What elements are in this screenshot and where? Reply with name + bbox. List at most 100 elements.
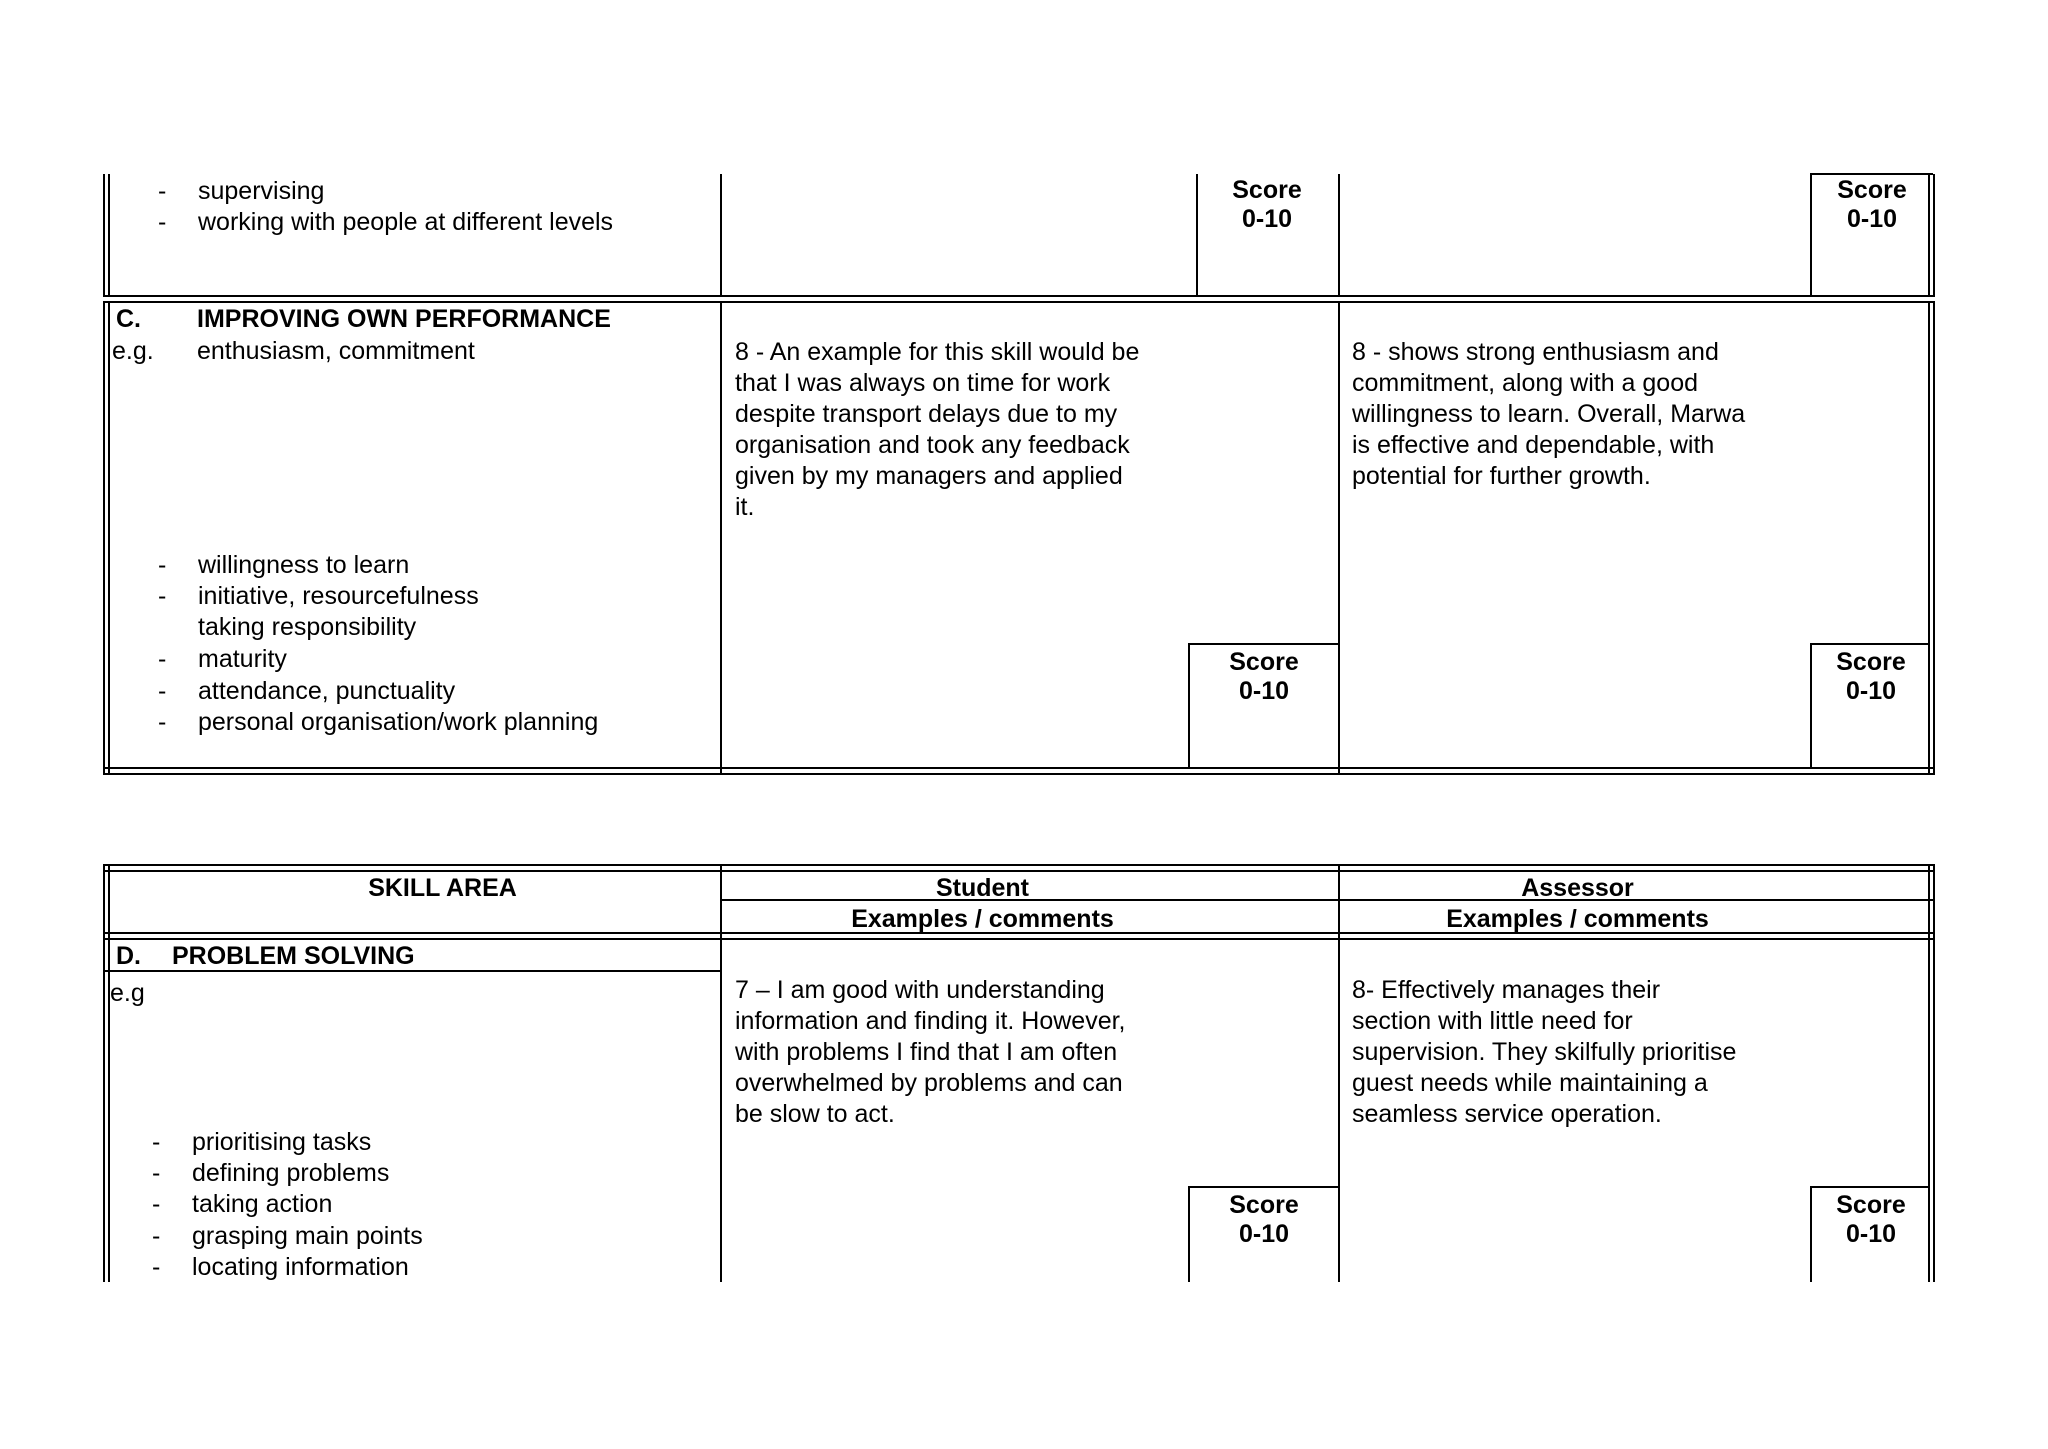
bullet-text: attendance, punctuality <box>198 677 456 705</box>
bullet-text: supervising <box>198 177 325 205</box>
assessor-comment: 8- Effectively manages their section wit… <box>1352 976 1737 1128</box>
header-bottom-border-inner <box>103 938 1935 940</box>
list-item: - attendance, punctuality <box>158 676 455 707</box>
table-border-right-outer <box>1933 301 1935 773</box>
bullet-dash: - <box>152 1253 161 1281</box>
assessor-score-label: Score 0-10 <box>1812 645 1930 706</box>
bullet-dash: - <box>158 208 167 236</box>
list-item: - supervising <box>158 176 324 207</box>
bullet-dash: - <box>158 708 167 736</box>
column-divider-skill-student <box>720 174 722 297</box>
score-label-line1: Score <box>1836 648 1906 676</box>
table-bottom-border-outer <box>103 767 1935 769</box>
header-bottom-border-outer <box>103 932 1935 934</box>
table-top-border-inner <box>103 870 1935 872</box>
student-comment: 8 - An example for this skill would be t… <box>735 338 1140 521</box>
bullet-dash: - <box>152 1159 161 1187</box>
score-label-line2: 0-10 <box>1238 677 1290 705</box>
bullet-text: taking action <box>192 1190 333 1218</box>
section-title: IMPROVING OWN PERFORMANCE <box>197 305 611 333</box>
assessor-comment: 8 - shows strong enthusiasm and commitme… <box>1352 338 1746 490</box>
table-bottom-border-inner <box>103 301 1935 303</box>
student-score-label: Score 0-10 <box>1190 1188 1338 1249</box>
eg-detail: enthusiasm, commitment <box>197 337 475 365</box>
bullet-dash: - <box>158 582 167 610</box>
table-border-left-inner <box>108 174 110 297</box>
score-label-line1: Score <box>1837 176 1907 204</box>
bullet-text: personal organisation/work planning <box>198 708 599 736</box>
bullet-dash: - <box>152 1128 161 1156</box>
section-code: D. <box>116 942 141 970</box>
column-subheader-student-examples: Examples / comments <box>851 905 1114 933</box>
bullet-dash: - <box>158 677 167 705</box>
score-label-line2: 0-10 <box>1238 1220 1290 1248</box>
column-divider-student-assessor <box>1338 864 1340 1282</box>
list-item: taking responsibility <box>158 612 416 643</box>
column-header-skill-area: SKILL AREA <box>368 874 517 902</box>
list-item: - taking action <box>152 1189 332 1220</box>
eg-label: e.g <box>110 979 145 1007</box>
assessor-score-box: Score 0-10 <box>1810 643 1930 769</box>
bullet-text: taking responsibility <box>198 613 417 641</box>
table-border-right-inner <box>1928 864 1930 1282</box>
table-border-left-outer <box>103 864 105 1282</box>
list-item: - initiative, resourcefulness <box>158 581 479 612</box>
score-label-line1: Score <box>1232 176 1302 204</box>
assessor-score-box-top-border <box>1810 173 1933 175</box>
score-label-line2: 0-10 <box>1846 205 1898 233</box>
score-label-line2: 0-10 <box>1241 205 1293 233</box>
table-border-left-inner <box>108 301 110 773</box>
column-divider-skill-student <box>720 301 722 773</box>
table-border-right-inner <box>1928 301 1930 773</box>
column-subheader-assessor-examples: Examples / comments <box>1446 905 1709 933</box>
table-bottom-border-inner <box>103 773 1935 775</box>
score-label-line2: 0-10 <box>1845 1220 1897 1248</box>
column-header-assessor: Assessor <box>1521 874 1634 902</box>
score-label-line1: Score <box>1836 1191 1906 1219</box>
bullet-text: initiative, resourcefulness <box>198 582 479 610</box>
table-border-right-outer <box>1933 174 1935 297</box>
list-item: - defining problems <box>152 1158 389 1189</box>
bullet-dash: - <box>158 177 167 205</box>
student-score-box: Score 0-10 <box>1188 1186 1338 1282</box>
bullet-dash: - <box>158 645 167 673</box>
bullet-dash: - <box>152 1222 161 1250</box>
table-border-right-inner <box>1928 174 1930 297</box>
table-top-border-outer <box>103 864 1935 866</box>
assessor-score-box: Score 0-10 <box>1810 1186 1930 1282</box>
column-divider-student-assessor <box>1338 301 1340 773</box>
assessor-score-box-left-border <box>1810 173 1812 297</box>
bullet-text: grasping main points <box>192 1222 423 1250</box>
section-title: PROBLEM SOLVING <box>172 942 415 970</box>
student-comment: 7 – I am good with understanding informa… <box>735 976 1126 1128</box>
table-border-left-outer <box>103 174 105 297</box>
assessor-score-label: Score 0-10 <box>1812 1188 1930 1249</box>
student-score-box-left-border <box>1196 174 1198 297</box>
table-bottom-border-outer <box>103 295 1935 297</box>
table-border-left-inner <box>108 864 110 1282</box>
student-score-label: Score 0-10 <box>1190 645 1338 706</box>
column-divider-student-assessor <box>1338 174 1340 297</box>
bullet-text: maturity <box>198 645 287 673</box>
list-item: - locating information <box>152 1252 409 1283</box>
list-item: - personal organisation/work planning <box>158 707 598 738</box>
student-score-box: Score 0-10 <box>1188 643 1338 769</box>
table-border-right-outer <box>1933 864 1935 1282</box>
score-label-line1: Score <box>1229 1191 1299 1219</box>
score-label-line1: Score <box>1229 648 1299 676</box>
bullet-dash: - <box>158 551 167 579</box>
list-item: - maturity <box>158 644 287 675</box>
list-item: -prioritising tasks <box>152 1127 371 1158</box>
section-code: C. <box>116 305 141 333</box>
list-item: - grasping main points <box>152 1221 423 1252</box>
score-label-line2: 0-10 <box>1845 677 1897 705</box>
bullet-dash: - <box>152 1190 161 1218</box>
table-border-left-outer <box>103 301 105 773</box>
bullet-text: defining problems <box>192 1159 390 1187</box>
header-row-divider <box>720 899 1933 901</box>
column-header-student: Student <box>935 874 1030 902</box>
student-score-label: Score 0-10 <box>1198 173 1336 234</box>
bullet-text: locating information <box>192 1253 409 1281</box>
list-item: -willingness to learn <box>158 550 409 581</box>
